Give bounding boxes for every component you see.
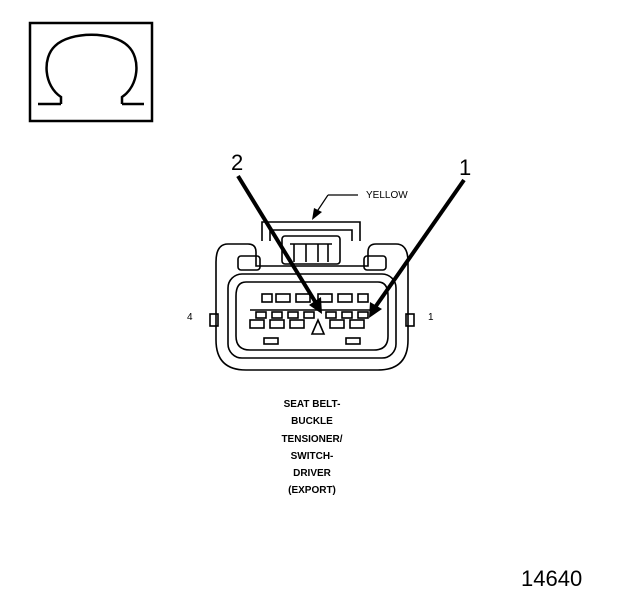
- callout-arrow-1: [369, 178, 466, 318]
- pin-label-4: 4: [187, 312, 193, 323]
- callout-1: 1: [459, 155, 471, 180]
- caption-line: DRIVER: [293, 468, 332, 479]
- figure-number: 14640: [521, 566, 582, 591]
- caption-line: SEAT BELT-: [284, 399, 341, 410]
- yellow-label-group: YELLOW: [312, 190, 408, 220]
- caption-line: (EXPORT): [288, 485, 336, 496]
- connector-caption: SEAT BELT- BUCKLE TENSIONER/ SWITCH- DRI…: [281, 399, 342, 496]
- callout-arrow-2: [236, 174, 322, 314]
- callout-2: 2: [231, 150, 243, 175]
- pin-label-1: 1: [428, 312, 434, 323]
- caption-line: TENSIONER/: [281, 434, 342, 445]
- wire-color-label: YELLOW: [366, 190, 408, 201]
- caption-line: BUCKLE: [291, 416, 333, 427]
- omega-icon: [38, 33, 144, 106]
- caption-line: SWITCH-: [291, 451, 334, 462]
- ohmmeter-symbol: [28, 21, 154, 123]
